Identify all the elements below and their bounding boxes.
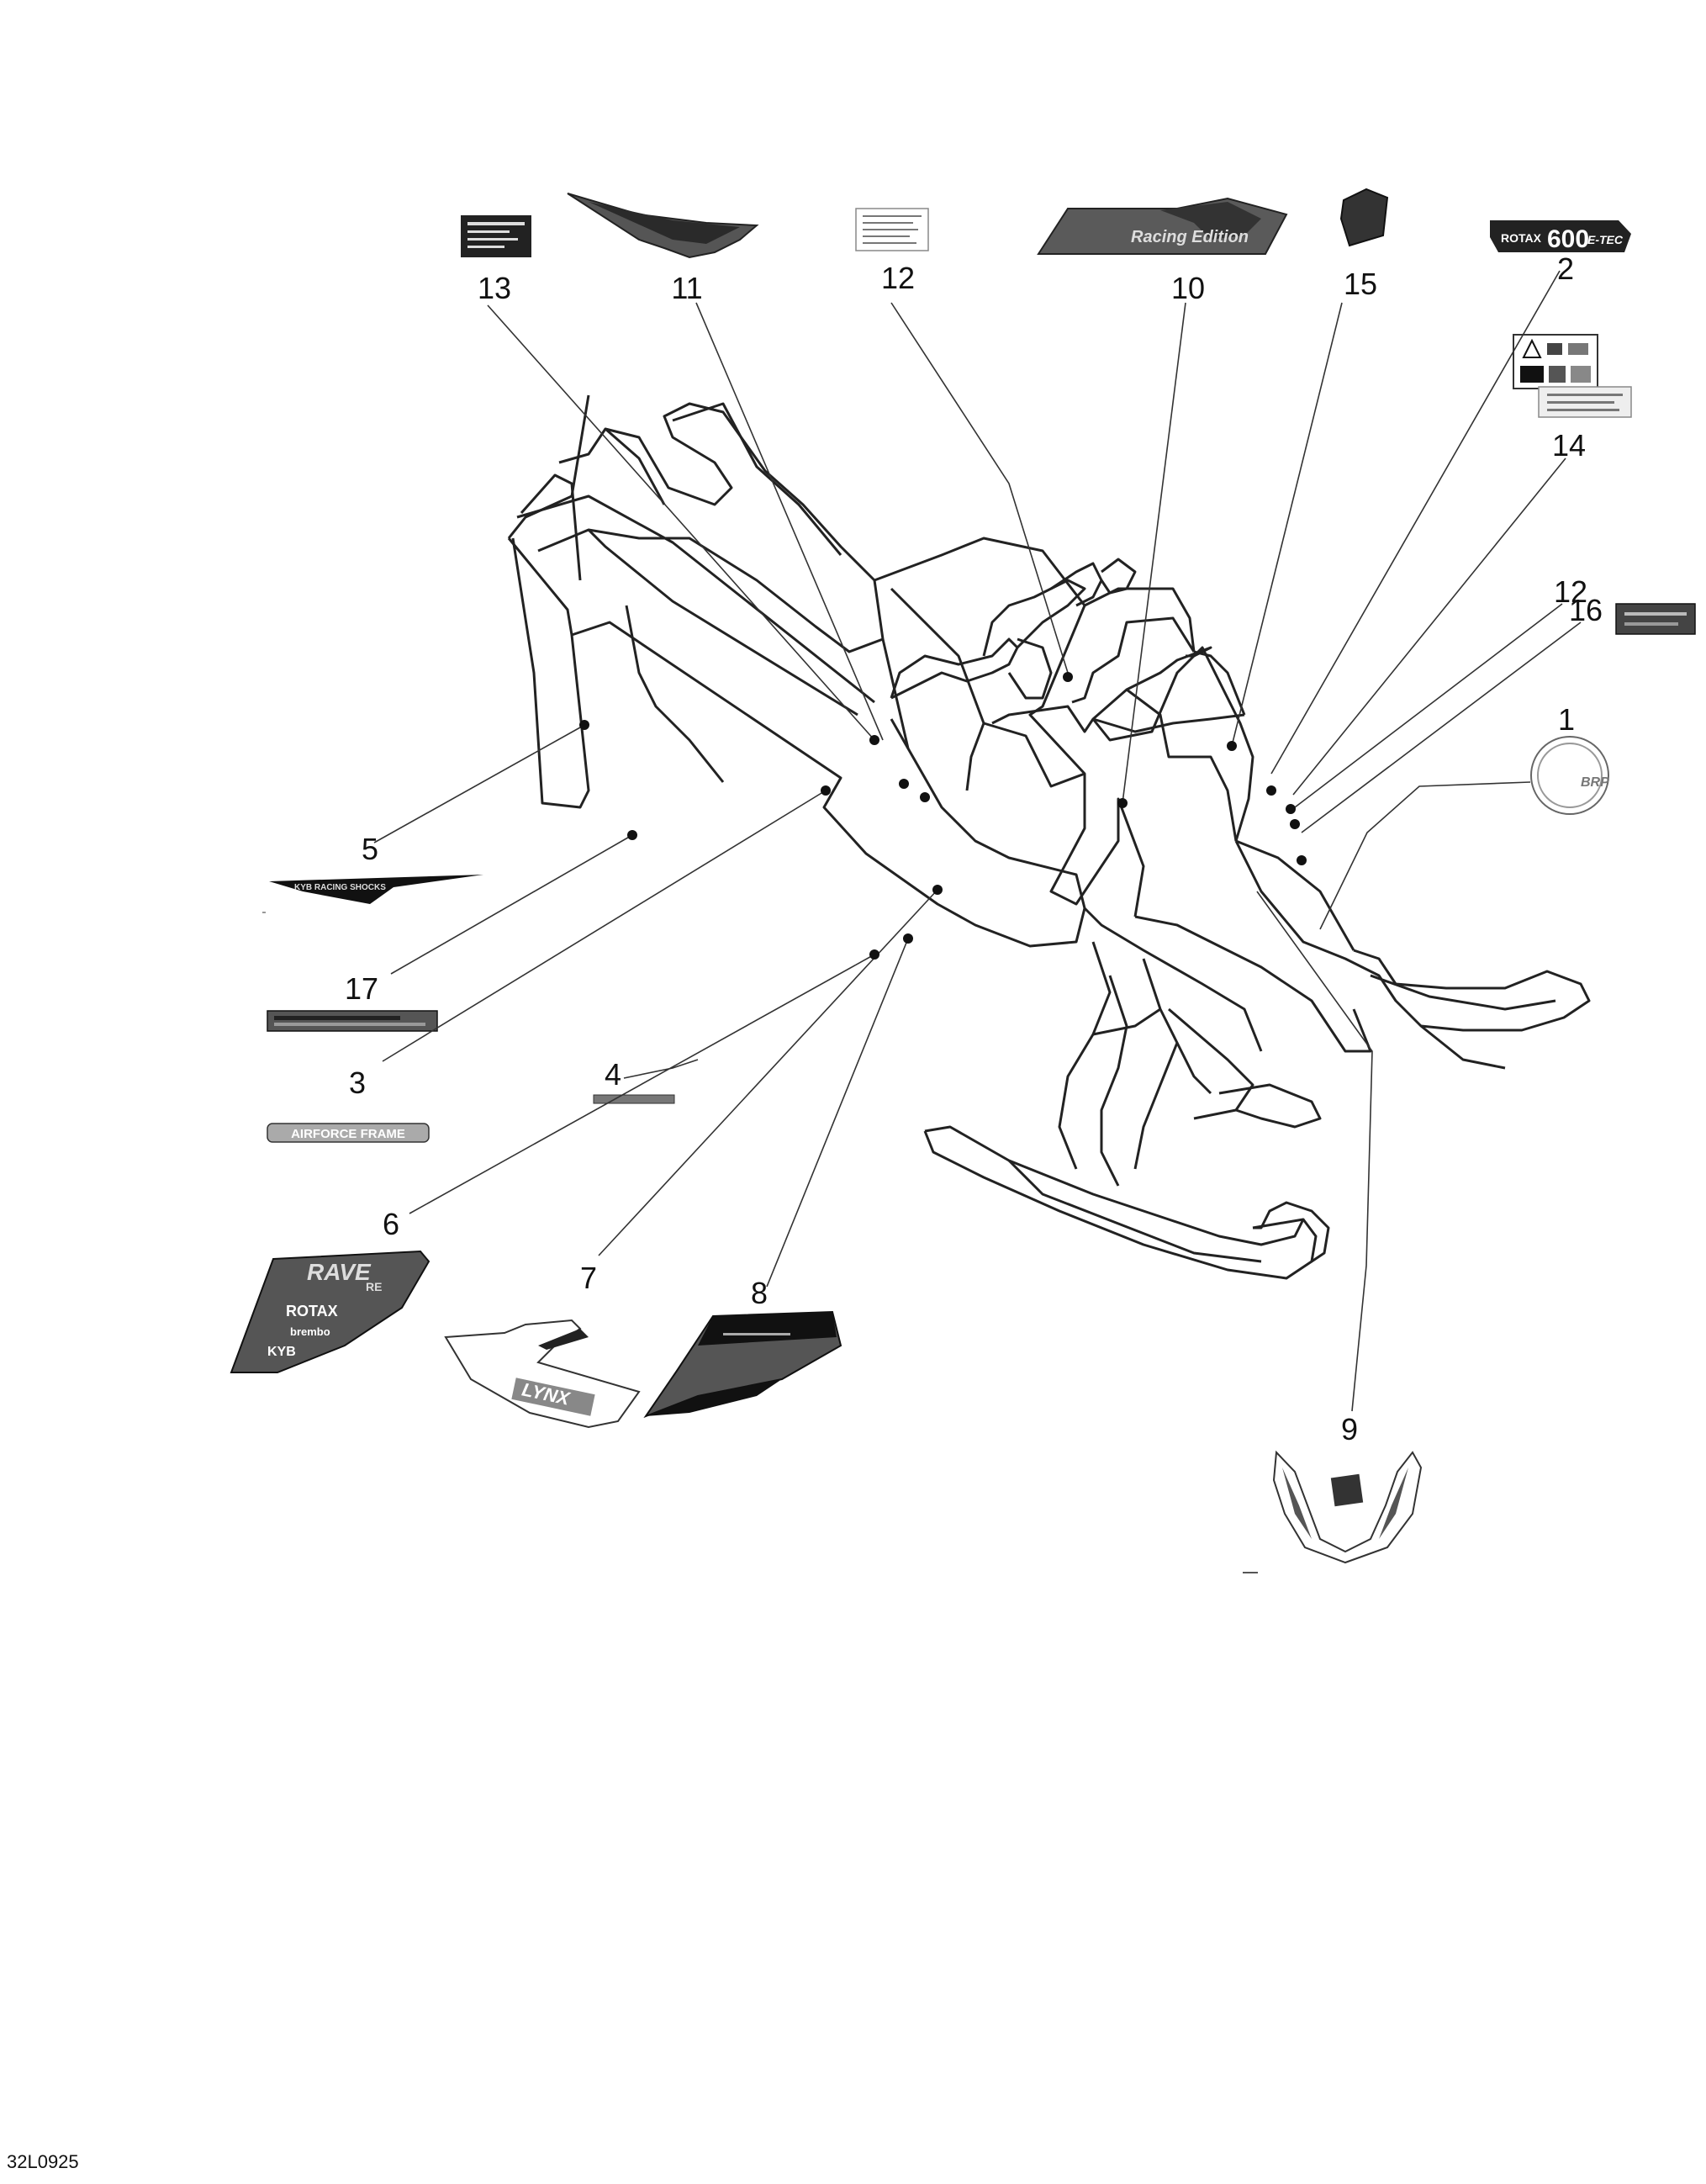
leader-6 xyxy=(409,954,875,1214)
leader-9 xyxy=(1256,891,1373,1412)
callout-2: 2 xyxy=(1557,251,1574,286)
callout-14: 14 xyxy=(1552,428,1586,463)
airforce-frame-text: AIRFORCE FRAME xyxy=(291,1127,405,1141)
reference-code: 32L0925 xyxy=(7,2151,79,2172)
callout-16: 16 xyxy=(1569,593,1603,627)
racing-edition-text: Racing Edition xyxy=(1131,228,1249,246)
callout-6: 6 xyxy=(383,1207,399,1241)
decal-8-dark-panel xyxy=(643,1310,842,1419)
leader-17 xyxy=(390,834,633,975)
leader-8 xyxy=(766,938,909,1288)
leader-4 xyxy=(623,1059,699,1079)
decal-14-safety-pictograms xyxy=(1513,334,1598,389)
callout-11: 11 xyxy=(671,271,702,305)
rotax-600-number: 600 xyxy=(1547,225,1589,253)
decal-9-nose-panel xyxy=(1272,1450,1423,1564)
leader-13 xyxy=(487,304,875,741)
rotax-text: ROTAX xyxy=(286,1303,338,1319)
leader-5 xyxy=(373,727,581,843)
leader-2 xyxy=(1270,270,1561,775)
callout-9: 9 xyxy=(1341,1412,1358,1446)
decal-12-info-label-small xyxy=(1538,386,1632,418)
decal-2-rotax-600-etec: ROTAX 600 E-TEC xyxy=(1490,220,1631,253)
decal-13-warning-label xyxy=(461,215,531,257)
decal-10-racing-edition: Racing Edition xyxy=(1037,197,1288,255)
decal-17-side-strip xyxy=(267,1010,438,1032)
callout-3: 3 xyxy=(349,1066,366,1100)
callout-8: 8 xyxy=(751,1276,768,1310)
rotax-600-suffix: E-TEC xyxy=(1587,233,1624,246)
decal-3-airforce-frame: AIRFORCE FRAME xyxy=(267,1123,430,1143)
attachment-dots xyxy=(579,672,1307,960)
brembo-text: brembo xyxy=(290,1325,330,1338)
callout-1: 1 xyxy=(1558,702,1575,737)
callout-7: 7 xyxy=(580,1261,597,1295)
decal-6-rave-re-side-panel: RAVE RE ROTAX brembo KYB xyxy=(230,1250,430,1373)
callout-numbers: 13 11 12 10 15 2 14 12 16 1 5 17 3 4 6 7… xyxy=(345,251,1603,1446)
leader-10 xyxy=(1122,302,1186,804)
kyb-racing-shocks-text: KYB RACING SHOCKS xyxy=(294,883,386,892)
leader-16 xyxy=(1301,621,1582,833)
decal-12-info-label xyxy=(855,208,929,251)
decal-4-thin-strip xyxy=(593,1094,675,1104)
leader-12-right xyxy=(1294,603,1563,808)
rave-text: RAVE xyxy=(307,1259,372,1285)
callout-10: 10 xyxy=(1171,271,1205,305)
leader-14 xyxy=(1292,457,1566,796)
decal-16-strip xyxy=(1615,603,1696,635)
callout-12-right: 12 xyxy=(1554,574,1587,609)
callout-15: 15 xyxy=(1344,267,1377,301)
callout-12-top: 12 xyxy=(881,261,915,295)
leader-11 xyxy=(695,302,884,741)
rave-sub-text: RE xyxy=(366,1280,382,1293)
callout-13: 13 xyxy=(478,271,511,305)
decal-7-lynx-panel: LYNX xyxy=(444,1319,641,1429)
leader-15 xyxy=(1231,302,1343,747)
leader-12-top xyxy=(890,302,1069,674)
callout-5: 5 xyxy=(362,832,378,866)
rotax-600-text: ROTAX xyxy=(1501,231,1542,245)
snowmobile-outline xyxy=(507,394,1591,1280)
decal-11-stripe xyxy=(567,193,759,259)
leader-1 xyxy=(1319,781,1531,930)
leader-3 xyxy=(382,790,827,1062)
decal-5-kyb-racing-shocks: KYB RACING SHOCKS xyxy=(269,875,483,904)
leader-7 xyxy=(598,889,938,1256)
callout-4: 4 xyxy=(605,1057,621,1092)
decal-1-brp-badge: BRP xyxy=(1530,736,1609,815)
brp-text: BRP xyxy=(1581,775,1609,790)
kyb-text: KYB xyxy=(267,1345,296,1359)
leader-lines xyxy=(373,270,1582,1412)
callout-17: 17 xyxy=(345,971,378,1006)
decal-15-emblem xyxy=(1339,188,1389,247)
